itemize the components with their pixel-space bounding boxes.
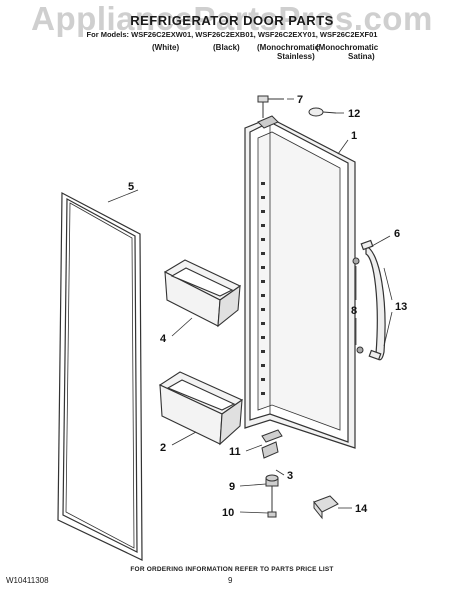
- callout-9: 9: [229, 481, 235, 493]
- callout-14: 14: [355, 503, 368, 515]
- callout-3: 3: [287, 470, 293, 482]
- callout-7: 7: [297, 94, 303, 106]
- watermark: AppliancePartsPros.com: [31, 0, 433, 37]
- handle-screws: [352, 257, 364, 354]
- variant-label-2: Stainless): [277, 52, 315, 61]
- callout-5: 5: [128, 181, 134, 193]
- variant-black: (Black): [213, 43, 240, 52]
- variant-label: (Monochromatic: [316, 43, 379, 52]
- document-code: W10411308: [6, 576, 49, 585]
- ordering-note: FOR ORDERING INFORMATION REFER TO PARTS …: [130, 566, 334, 573]
- door-gasket: [57, 192, 143, 561]
- door-handle: [360, 239, 386, 361]
- callout-6: 6: [394, 228, 400, 240]
- model-list: For Models: WSF26C2EXW01, WSF26C2EXB01, …: [86, 30, 378, 39]
- leader-lines: [107, 98, 393, 514]
- lower-hinge: [261, 429, 283, 518]
- page-number: 9: [228, 576, 233, 585]
- variant-monochromatic-stainless: (Monochromatic Stainless): [257, 43, 319, 61]
- callout-11: 11: [229, 446, 241, 458]
- callout-4: 4: [160, 333, 167, 345]
- door: [244, 117, 356, 449]
- door-studs: [261, 182, 265, 395]
- callout-2: 2: [160, 442, 166, 454]
- door-bin-upper: [163, 259, 242, 328]
- door-bin-lower: [158, 371, 244, 446]
- callout-1: 1: [351, 130, 357, 142]
- callout-10: 10: [222, 507, 234, 519]
- variant-label-2: Satina): [348, 52, 375, 61]
- callout-12: 12: [348, 108, 360, 120]
- callout-13: 13: [395, 301, 407, 313]
- page-title: REFRIGERATOR DOOR PARTS: [130, 13, 334, 28]
- closure-cam: [313, 495, 339, 520]
- hinge-screw: [257, 95, 284, 118]
- variant-label: (White): [152, 43, 180, 52]
- variant-label: (Monochromatic: [257, 43, 320, 52]
- top-cap: [257, 115, 279, 129]
- variant-monochromatic-satina: (Monochromatic Satina): [316, 43, 378, 61]
- callout-8: 8: [351, 305, 357, 317]
- plug: [308, 107, 337, 117]
- variant-label: (Black): [213, 43, 240, 52]
- variant-white: (White): [152, 43, 179, 52]
